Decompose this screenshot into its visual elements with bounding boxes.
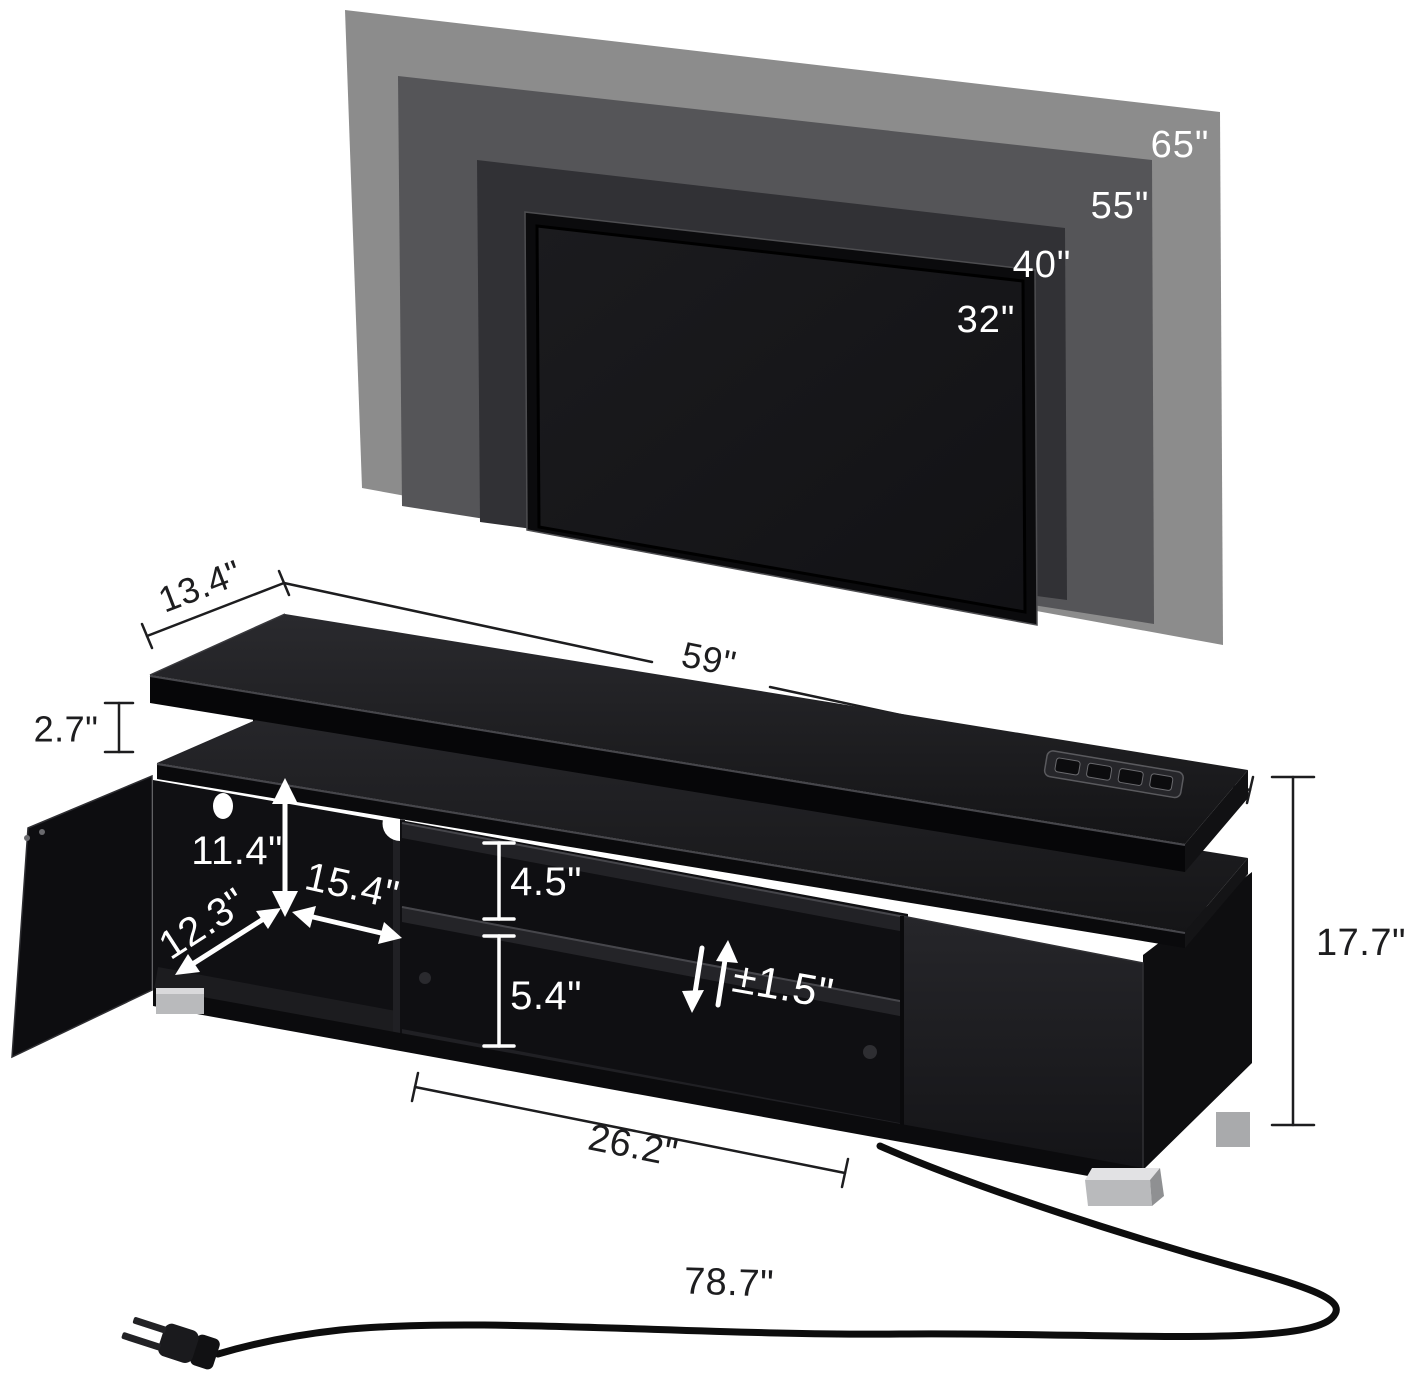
dimension-inner-height: 11.4" xyxy=(191,778,298,917)
power-cord-cable xyxy=(214,1142,1340,1358)
foot-top xyxy=(1085,1168,1160,1180)
dimension-label-gap-upper: 4.5" xyxy=(510,860,582,904)
door-hinge-icon xyxy=(39,829,45,835)
dimension-top-thickness: 2.7" xyxy=(34,701,135,754)
stand-top-structure xyxy=(149,613,1248,948)
dimension-label-open-width: 26.2" xyxy=(585,1117,681,1176)
right-end-face xyxy=(1143,872,1252,1170)
top-slab-front xyxy=(150,675,1185,872)
foot-side xyxy=(1150,1168,1164,1206)
foot-front-left xyxy=(156,988,204,1014)
foot-back-right xyxy=(1216,1112,1250,1147)
tv-size-label-55: 55" xyxy=(1091,185,1150,227)
tv-screen xyxy=(535,224,1027,614)
dimension-label-gap-lower: 5.4" xyxy=(510,974,582,1018)
lower-board-top xyxy=(157,705,1248,932)
tv-size-label-65: 65" xyxy=(1151,124,1210,166)
adjustable-top-shelf xyxy=(402,822,905,932)
foot-front xyxy=(1216,1112,1250,1147)
dimension-label-top-depth: 13.4" xyxy=(153,552,247,621)
power-plug-icon xyxy=(121,1317,220,1370)
tv-size-stack: 65" 55" 40" 32" xyxy=(345,10,1223,645)
top-slab-top xyxy=(150,614,1248,844)
shelf-pin-icon xyxy=(863,1045,877,1059)
tv-size-label-40: 40" xyxy=(1013,244,1072,286)
dimension-label-total-height: 17.7" xyxy=(1316,922,1404,964)
dimension-shelf-gaps: 4.5" 5.4" xyxy=(482,841,582,1048)
dimension-label-top-thickness: 2.7" xyxy=(34,709,99,750)
shelf-pin-icon xyxy=(419,972,431,984)
left-door-open xyxy=(11,774,153,1059)
dimension-label-inner-height: 11.4" xyxy=(191,829,283,873)
power-strip-icon xyxy=(1043,750,1184,799)
middle-shelf xyxy=(402,906,905,1017)
foot-top xyxy=(156,988,204,994)
tv-32 xyxy=(524,211,1038,626)
power-cord: 78.7" xyxy=(121,1142,1340,1370)
up-down-arrows-icon xyxy=(682,940,738,1013)
dimension-label-top-width: 59" xyxy=(678,633,739,684)
cabinet-base-front xyxy=(153,988,1143,1186)
lower-board-end xyxy=(1185,858,1248,948)
lower-board-front xyxy=(157,763,1185,948)
foot-front xyxy=(1085,1180,1152,1206)
tv-size-label-32: 32" xyxy=(957,299,1016,341)
foot-front-right xyxy=(1085,1168,1164,1206)
dimension-total-height: 17.7" xyxy=(1270,775,1404,1127)
foot-front xyxy=(156,994,204,1014)
door-hinge-icon xyxy=(24,835,30,841)
dimension-label-cord-length: 78.7" xyxy=(683,1260,774,1305)
cable-hole-icon xyxy=(213,793,233,819)
top-slab-end xyxy=(1185,770,1248,872)
